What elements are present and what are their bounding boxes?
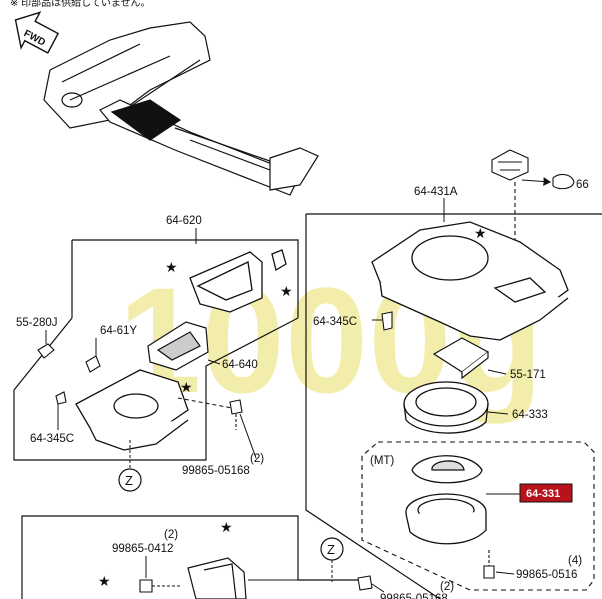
star-icon: ★	[220, 519, 233, 535]
frame-right	[305, 213, 602, 599]
screw-icon	[229, 399, 243, 430]
star-icon: ★	[280, 283, 293, 299]
qty-05168-left: (2)	[250, 453, 264, 465]
screw-icon	[483, 550, 495, 579]
part-label-99865-0412: 99865-0412	[112, 543, 173, 555]
center-console-part	[371, 221, 569, 341]
vehicle-overview-drawing	[43, 21, 319, 196]
part-label-99865-05168-bottom: 99865-05168	[380, 593, 448, 599]
clip-part	[85, 355, 101, 373]
variant-label: (MT)	[370, 455, 394, 467]
panel-insert-part	[147, 321, 209, 371]
part-label-highlight	[519, 483, 573, 503]
star-icon: ★	[180, 379, 193, 395]
star-icon: ★	[165, 259, 178, 275]
part-label-64-61Y: 64-61Y	[100, 325, 137, 337]
mt-variant-box	[361, 441, 595, 591]
clip-part	[381, 311, 393, 331]
part-label-64-620: 64-620	[166, 215, 202, 227]
part-label-99865-0516: 99865-0516	[516, 569, 577, 581]
ring-part	[403, 381, 489, 434]
part-label-64-431A: 64-431A	[414, 186, 458, 198]
qty-0516: (4)	[568, 555, 582, 567]
header-note: ※ 印部品は供給していません。	[10, 0, 151, 9]
part-label-99865-05168-left: 99865-05168	[182, 465, 250, 477]
plug-part	[37, 343, 55, 359]
part-label-64-345C-right: 64-345C	[313, 316, 357, 328]
qty-05168-bottom: (2)	[440, 581, 454, 593]
part-label-64-333: 64-333	[512, 409, 548, 421]
side-trim-part	[187, 557, 247, 599]
ref-z-1: Z	[125, 473, 133, 488]
star-icon: ★	[474, 225, 487, 241]
console-trim-part	[75, 369, 189, 451]
part-label-64-345C-left: 64-345C	[30, 433, 74, 445]
star-icon: ★	[98, 573, 111, 589]
part-label-55-280J: 55-280J	[16, 317, 58, 329]
screw-icon	[139, 579, 180, 593]
clip-part	[55, 391, 67, 405]
qty-0412: (2)	[164, 529, 178, 541]
part-label-64-640: 64-640	[222, 359, 258, 371]
frame-left	[13, 239, 299, 461]
part-label-55-171: 55-171	[510, 369, 546, 381]
fwd-arrow-icon: FWD	[14, 11, 60, 54]
part-label-66: 66	[576, 179, 589, 191]
pad-part	[432, 337, 490, 380]
ref-z-2: Z	[327, 542, 335, 557]
garnish-panel-part	[189, 249, 287, 313]
shift-boot-part	[405, 455, 487, 545]
part-label-64-331: 64-331	[526, 488, 560, 500]
reference-mark-z	[118, 468, 142, 492]
frame-bottom	[21, 515, 360, 599]
screw-icon	[357, 575, 373, 591]
